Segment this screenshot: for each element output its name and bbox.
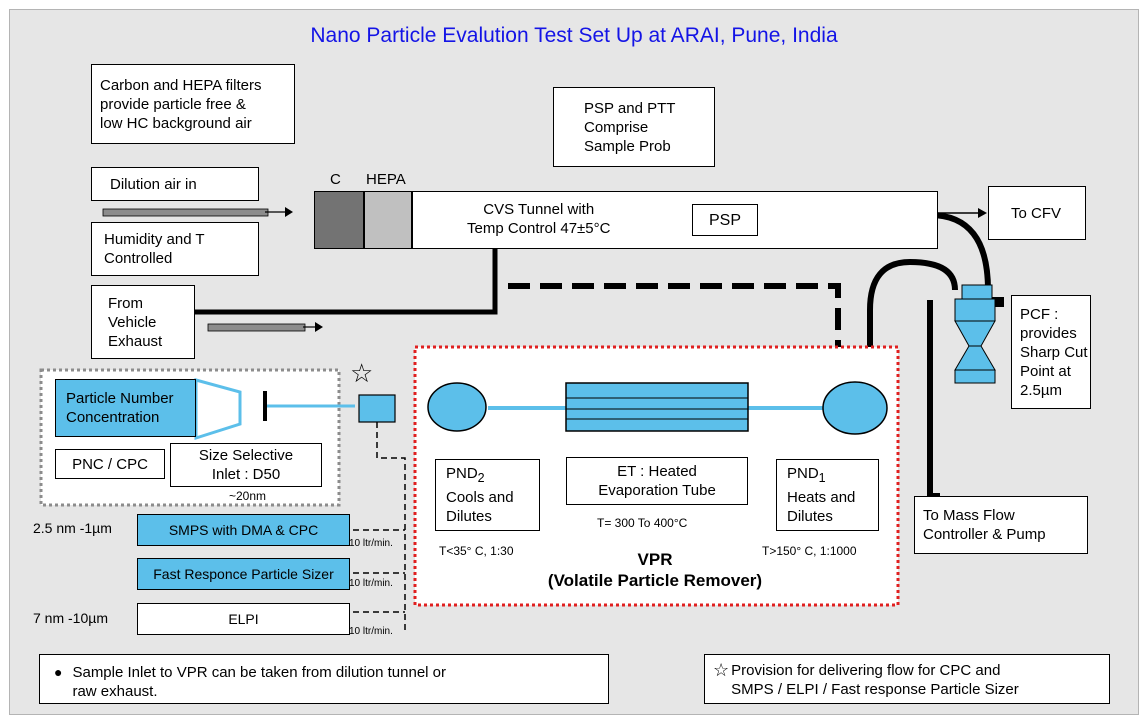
size-20nm-label: ~20nm xyxy=(229,489,267,503)
pnc-text: Particle Number Concentration xyxy=(66,390,174,426)
pnd1-rest: Heats and Dilutes xyxy=(787,489,856,525)
smps-text: SMPS with DMA & CPC xyxy=(168,521,319,538)
elpi-flow: 10 ltr/min. xyxy=(349,626,393,637)
pcf-branch-pipe xyxy=(867,258,958,390)
footnote-left-text: Sample Inlet to VPR can be taken from di… xyxy=(72,664,447,700)
provision-port xyxy=(358,394,396,423)
footnote-left: ● Sample Inlet to VPR can be taken from … xyxy=(39,654,609,704)
smps-flow: 10 ltr/min. xyxy=(349,538,393,549)
provision-dashed-lines xyxy=(353,422,406,632)
pnc-cpc-box: PNC / CPC xyxy=(55,449,165,479)
pcf-box: PCF : provides Sharp Cut Point at 2.5µm xyxy=(1011,295,1091,409)
filters-note: Carbon and HEPA filters provide particle… xyxy=(91,64,295,144)
et-text: ET : Heated Evaporation Tube xyxy=(598,463,716,499)
footnote-right-text: Provision for delivering flow for CPC an… xyxy=(731,662,1019,698)
pnd2-chamber xyxy=(427,382,487,432)
psp-box: PSP xyxy=(692,204,758,236)
footnote-right: ☆ Provision for delivering flow for CPC … xyxy=(704,654,1110,704)
elpi-text: ELPI xyxy=(228,610,259,627)
size-selective-box: Size Selective Inlet : D50 xyxy=(170,443,322,487)
smps-box: SMPS with DMA & CPC xyxy=(137,514,350,546)
exhaust-pipe xyxy=(195,249,498,315)
pnd2-label: PND xyxy=(446,465,478,482)
pcf-cyclone xyxy=(954,284,1004,384)
to-cfv-arrow xyxy=(938,208,987,218)
mass-flow-text: To Mass Flow Controller & Pump xyxy=(923,507,1046,543)
page-title: Nano Particle Evalution Test Set Up at A… xyxy=(310,24,838,47)
filter-hepa-label: HEPA xyxy=(366,171,406,188)
smps-range: 2.5 nm -1µm xyxy=(33,520,112,536)
exhaust-arrow xyxy=(207,322,323,332)
size-selective-text: Size Selective Inlet : D50 xyxy=(198,447,294,483)
dilution-air-text: Dilution air in xyxy=(110,175,197,193)
pnd1-chamber xyxy=(822,381,888,435)
pnd2-box: PND2 Cools and Dilutes xyxy=(435,459,540,531)
pnc-box: Particle Number Concentration xyxy=(55,379,196,437)
bullet-icon: ● xyxy=(54,664,63,680)
to-cfv-box: To CFV xyxy=(988,186,1086,240)
to-cfv-text: To CFV xyxy=(1011,204,1062,222)
filter-c-label: C xyxy=(330,171,341,188)
humidity-box: Humidity and T Controlled xyxy=(91,222,259,276)
et-condition: T= 300 To 400°C xyxy=(597,516,688,530)
pnd2-condition: T<35° C, 1:30 xyxy=(439,544,514,558)
filters-note-text: Carbon and HEPA filters provide particle… xyxy=(100,76,262,132)
mass-flow-box: To Mass Flow Controller & Pump xyxy=(914,496,1088,554)
pnd2-sub: 2 xyxy=(477,471,485,485)
pnd1-condition: T>150° C, 1:1000 xyxy=(762,544,857,558)
pnd1-sub: 1 xyxy=(818,471,826,485)
star-marker-icon: ☆ xyxy=(350,358,374,388)
psp-ptt-note-text: PSP and PTT Comprise Sample Prob xyxy=(584,99,676,155)
fps-box: Fast Responce Particle Sizer xyxy=(137,558,350,590)
pnd2-rest: Cools and Dilutes xyxy=(446,489,514,525)
cvs-tunnel-text: CVS Tunnel with Temp Control 47±5°C xyxy=(467,201,611,237)
carbon-filter xyxy=(314,191,364,249)
air-in-arrow xyxy=(102,207,293,217)
pnd1-label: PND xyxy=(787,465,819,482)
cvs-tunnel: CVS Tunnel with Temp Control 47±5°C xyxy=(412,191,938,249)
vehicle-exhaust-text: From Vehicle Exhaust xyxy=(108,294,163,350)
humidity-text: Humidity and T Controlled xyxy=(104,231,205,267)
hepa-filter xyxy=(364,191,412,249)
pnc-cpc-text: PNC / CPC xyxy=(72,455,148,473)
pcf-text: PCF : provides Sharp Cut Point at 2.5µm xyxy=(1020,305,1088,399)
vpr-title: VPR (Volatile Particle Remover) xyxy=(547,550,763,590)
vehicle-exhaust-box: From Vehicle Exhaust xyxy=(91,285,195,359)
et-box: ET : Heated Evaporation Tube xyxy=(566,457,748,505)
elpi-range: 7 nm -10µm xyxy=(33,610,108,626)
fps-text: Fast Responce Particle Sizer xyxy=(153,565,334,582)
star-icon: ☆ xyxy=(713,660,730,680)
psp-ptt-note: PSP and PTT Comprise Sample Prob xyxy=(553,87,715,167)
fps-flow: 10 ltr/min. xyxy=(349,578,393,589)
evaporation-tube xyxy=(565,382,749,432)
elpi-box: ELPI xyxy=(137,603,350,635)
psp-text: PSP xyxy=(708,211,741,229)
pnd1-box: PND1 Heats and Dilutes xyxy=(776,459,879,531)
dilution-air-box: Dilution air in xyxy=(91,167,259,201)
